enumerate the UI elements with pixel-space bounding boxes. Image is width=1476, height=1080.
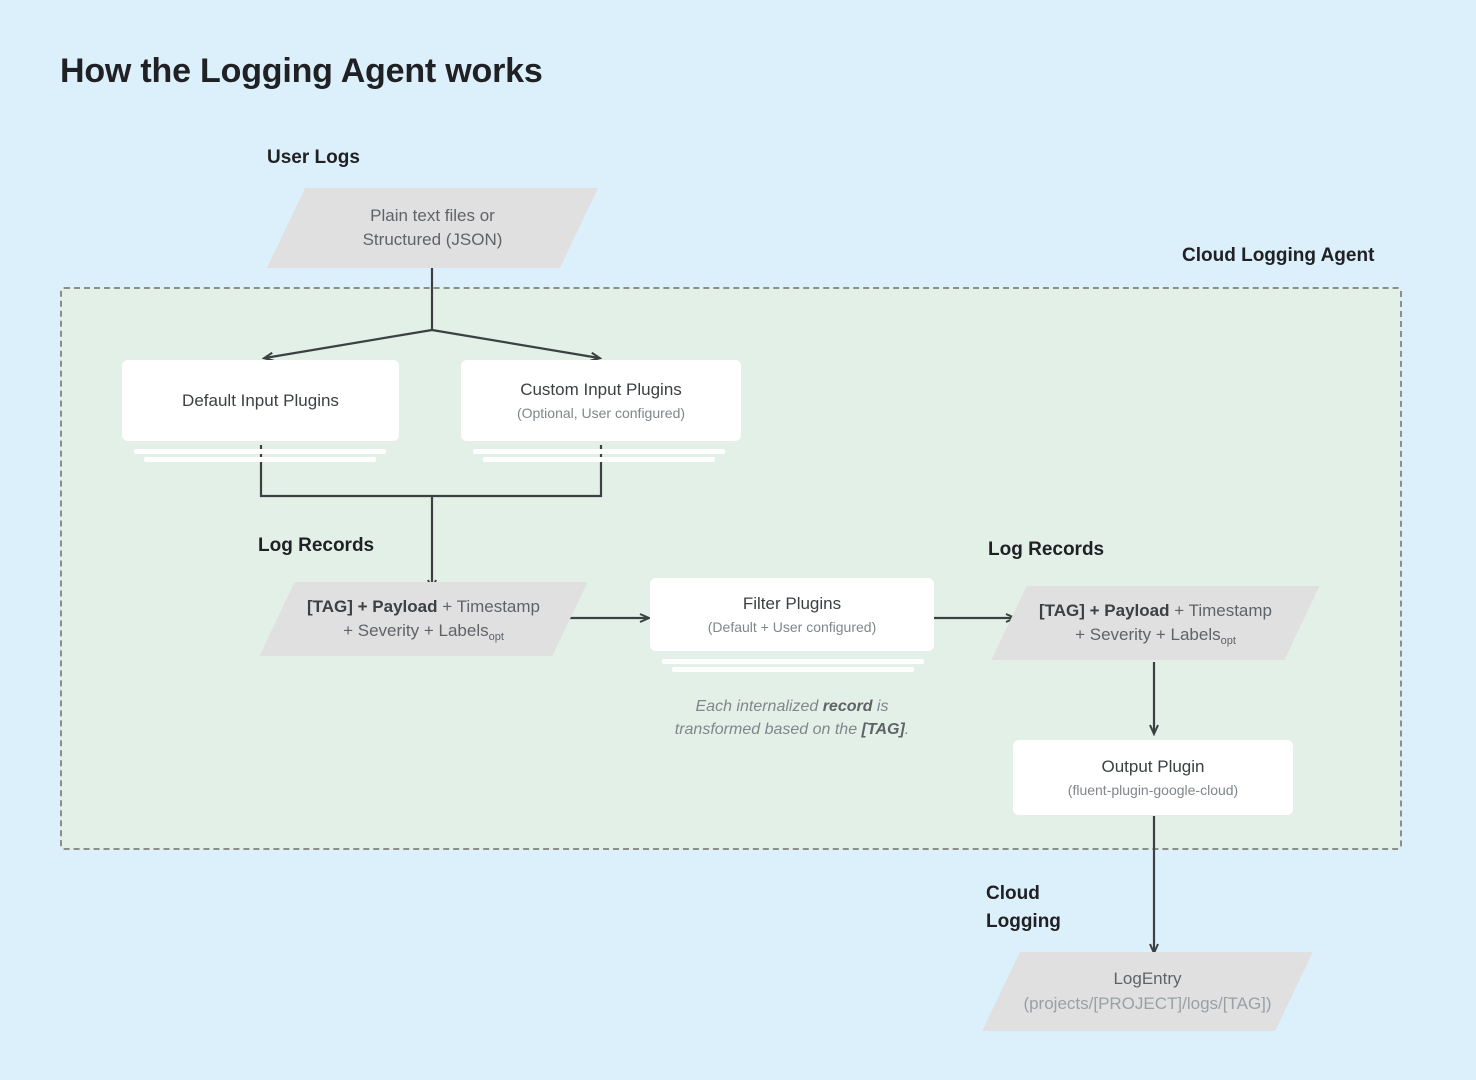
filter-plugins-subtitle: (Default + User configured) bbox=[707, 618, 877, 635]
filter-plugins-title: Filter Plugins bbox=[742, 593, 842, 613]
log-record-left-line2: + Severity + Labelsopt bbox=[343, 621, 504, 643]
annotation-transform-note: Each internalized record is transformed … bbox=[674, 698, 910, 739]
label-log-records-right: Log Records bbox=[988, 539, 1105, 560]
page-title: How the Logging Agent works bbox=[60, 52, 543, 90]
label-cloud-logging: Cloud Logging bbox=[986, 883, 1061, 932]
log-entry-line1: LogEntry bbox=[1113, 969, 1182, 989]
custom-input-plugins-title: Custom Input Plugins bbox=[520, 379, 682, 399]
deck-layer-filter-2 bbox=[662, 659, 924, 664]
node-log-record-left[interactable]: [TAG] + Payload + Timestamp + Severity +… bbox=[259, 582, 588, 656]
default-input-plugins-title: Default Input Plugins bbox=[182, 390, 339, 410]
log-record-right-line2: + Severity + Labelsopt bbox=[1075, 625, 1236, 647]
label-cloud-logging-agent: Cloud Logging Agent bbox=[1182, 245, 1375, 266]
deck-layer-default-input-3 bbox=[144, 457, 376, 462]
node-custom-input-plugins[interactable]: Custom Input Plugins (Optional, User con… bbox=[461, 360, 741, 441]
deck-layer-filter-3 bbox=[672, 667, 914, 672]
node-user-logs-source[interactable]: Plain text files or Structured (JSON) bbox=[266, 188, 599, 268]
deck-layer-custom-input-3 bbox=[483, 457, 715, 462]
node-default-input-plugins[interactable]: Default Input Plugins bbox=[122, 360, 399, 441]
log-record-left-line1: [TAG] + Payload + Timestamp bbox=[306, 596, 541, 616]
node-filter-plugins[interactable]: Filter Plugins (Default + User configure… bbox=[650, 578, 934, 651]
label-log-records-left: Log Records bbox=[258, 535, 375, 556]
label-user-logs: User Logs bbox=[267, 147, 360, 168]
user-logs-source-line2: Structured (JSON) bbox=[362, 230, 503, 249]
node-log-record-right[interactable]: [TAG] + Payload + Timestamp + Severity +… bbox=[991, 586, 1320, 660]
custom-input-plugins-subtitle: (Optional, User configured) bbox=[516, 404, 686, 421]
deck-layer-default-input-2 bbox=[134, 449, 386, 454]
output-plugin-title: Output Plugin bbox=[1101, 756, 1205, 776]
deck-layer-custom-input-2 bbox=[473, 449, 725, 454]
output-plugin-subtitle: (fluent-plugin-google-cloud) bbox=[1067, 781, 1239, 798]
log-record-right-line1: [TAG] + Payload + Timestamp bbox=[1038, 600, 1273, 620]
log-entry-line2: (projects/[PROJECT]/logs/[TAG]) bbox=[1023, 993, 1272, 1013]
user-logs-source-line1: Plain text files or bbox=[370, 205, 495, 225]
node-output-plugin[interactable]: Output Plugin (fluent-plugin-google-clou… bbox=[1013, 740, 1293, 815]
node-log-entry[interactable]: LogEntry (projects/[PROJECT]/logs/[TAG]) bbox=[982, 952, 1313, 1031]
